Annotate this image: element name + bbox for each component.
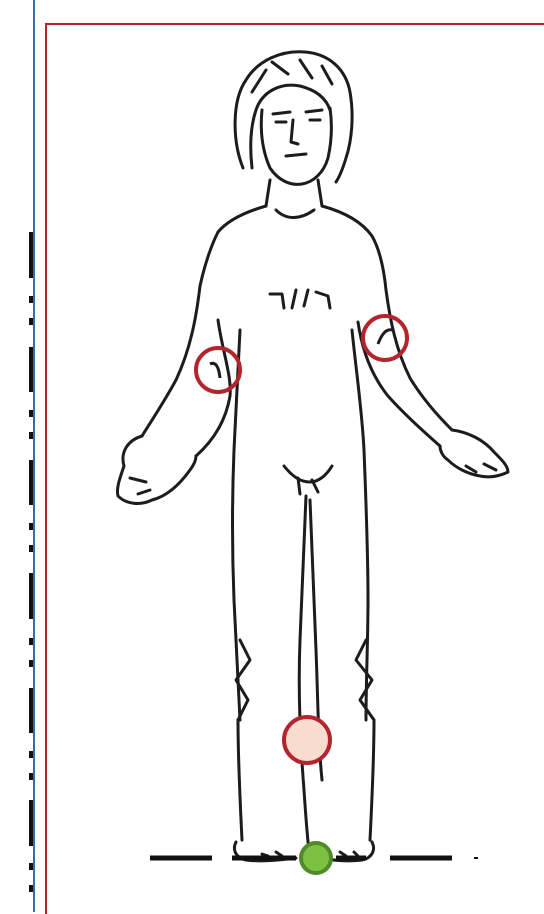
left-elbow-marker bbox=[363, 316, 407, 360]
right-elbow-mark bbox=[210, 363, 220, 378]
left-elbow-mark bbox=[378, 330, 392, 344]
knee-marker bbox=[284, 717, 330, 763]
ground-contact-point bbox=[301, 843, 331, 873]
